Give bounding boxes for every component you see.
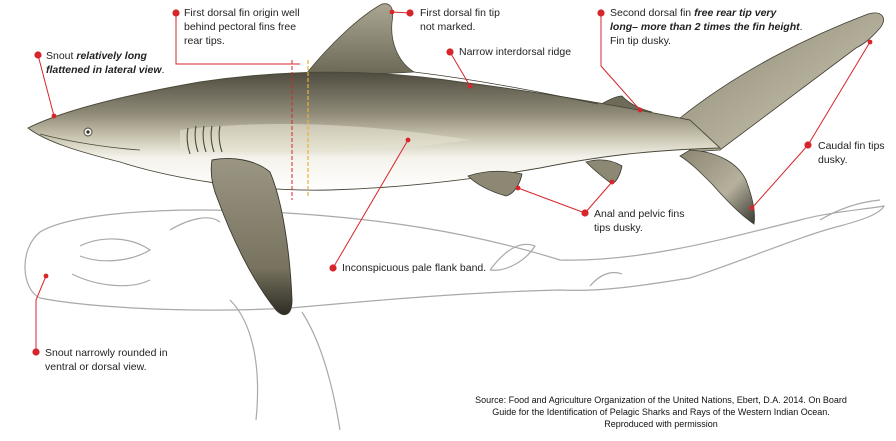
annotation-flank-band: Inconspicuous pale flank band. — [342, 262, 487, 274]
annotation-caudal-tips: Caudal fin tips dusky. — [818, 140, 885, 166]
annotation-second-dorsal: Second dorsal fin free rear tip very lon… — [610, 7, 803, 47]
anal-fin — [585, 159, 623, 185]
annotation-first-dorsal-tip: First dorsal fin tip not marked. — [420, 7, 500, 33]
gill-slits — [186, 125, 223, 155]
pectoral-fin — [210, 158, 293, 316]
caudal-fin-lower — [679, 149, 755, 225]
caudal-fin — [679, 12, 884, 153]
first-dorsal-fin — [305, 3, 416, 76]
annotation-first-dorsal-origin: First dorsal fin origin well behind pect… — [184, 7, 300, 47]
annotation-interdorsal-ridge: Narrow interdorsal ridge — [459, 46, 572, 58]
pelvic-fin — [467, 170, 523, 197]
source-citation: Source: Food and Agriculture Organizatio… — [475, 395, 847, 429]
leader-lines — [35, 11, 871, 352]
annotation-anal-pelvic: Anal and pelvic fins tips dusky. — [594, 208, 685, 234]
annotation-snout-lateral: Snout relatively long flattened in later… — [46, 50, 165, 76]
leader-dots — [32, 9, 873, 356]
ventral-view-outline — [24, 199, 886, 431]
annotation-snout-ventral: Snout narrowly rounded in ventral or dor… — [45, 347, 168, 373]
